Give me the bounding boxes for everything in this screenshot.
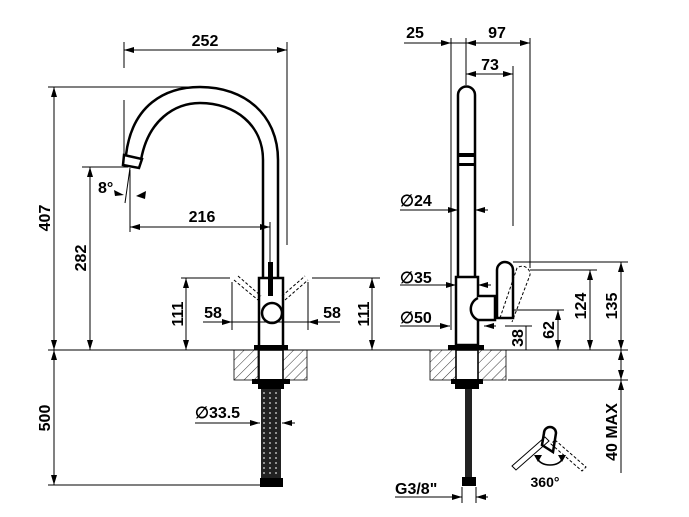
spout-band xyxy=(459,163,474,166)
dim-lever-swing-right: 58 xyxy=(323,305,341,322)
dim-spout-reach: 216 xyxy=(189,209,216,226)
dim-max-counter: 40 MAX xyxy=(604,403,621,461)
shank xyxy=(258,349,284,381)
side-counter-right xyxy=(477,349,507,381)
dim-spout-offset: 73 xyxy=(481,57,499,74)
dim-spout-diameter: ∅24 xyxy=(400,193,432,210)
dim-lever-height-right: 111 xyxy=(356,301,373,326)
dim-offset-back: 25 xyxy=(406,25,424,42)
fixing-nut xyxy=(252,379,290,384)
dim-body-diameter: ∅35 xyxy=(400,270,432,287)
dim-135: 135 xyxy=(604,293,621,320)
dim-lever-swing-left: 58 xyxy=(204,305,222,322)
side-body xyxy=(454,275,497,347)
dim-base-diameter: ∅50 xyxy=(400,310,432,327)
counter-section-right xyxy=(282,349,308,381)
dim-overall-reach: 252 xyxy=(192,33,219,50)
spout-inner xyxy=(139,101,265,278)
dim-connection: G3/8" xyxy=(395,481,437,498)
dim-lever-height-left: 111 xyxy=(170,301,187,326)
side-view: 25 97 73 ∅24 ∅35 ∅50 38 62 124 135 40 MA… xyxy=(380,25,628,503)
lever-stem xyxy=(268,262,273,296)
dim-62: 62 xyxy=(541,321,558,339)
side-counter-left xyxy=(429,349,457,381)
spout-aerator xyxy=(121,153,144,170)
counter-section-left xyxy=(233,349,259,381)
fixing-washer xyxy=(258,384,284,389)
front-view: 252 407 282 8° 216 111 111 58 58 xyxy=(37,33,380,487)
hose-braid xyxy=(263,392,277,476)
spout-outer xyxy=(124,85,280,278)
dim-spout-angle: 8° xyxy=(98,180,113,197)
angle-arrows xyxy=(114,190,146,199)
side-nut xyxy=(455,384,479,389)
cartridge-knob xyxy=(260,301,284,325)
side-lever-swing xyxy=(499,265,531,323)
lever-swing-left xyxy=(233,275,262,301)
dim-38: 38 xyxy=(510,329,527,347)
dim-spout-height: 282 xyxy=(73,245,90,272)
dim-depth: 97 xyxy=(488,25,506,42)
side-spout xyxy=(456,85,477,278)
rotation-label: 360° xyxy=(531,474,560,490)
hose-fitting xyxy=(260,478,283,487)
side-hose xyxy=(465,389,472,477)
dim-overall-height: 407 xyxy=(37,205,54,232)
dim-124: 124 xyxy=(573,293,590,320)
rotation-360-icon xyxy=(511,425,587,472)
side-lever xyxy=(495,260,515,320)
lever-swing-right xyxy=(281,275,309,301)
dim-shank-diameter: ∅33.5 xyxy=(195,405,240,422)
side-cartridge xyxy=(469,296,479,322)
side-fitting xyxy=(462,477,476,486)
braided-hose xyxy=(261,389,281,478)
base-ring xyxy=(254,345,288,350)
dim-hose-length: 500 xyxy=(37,405,54,432)
